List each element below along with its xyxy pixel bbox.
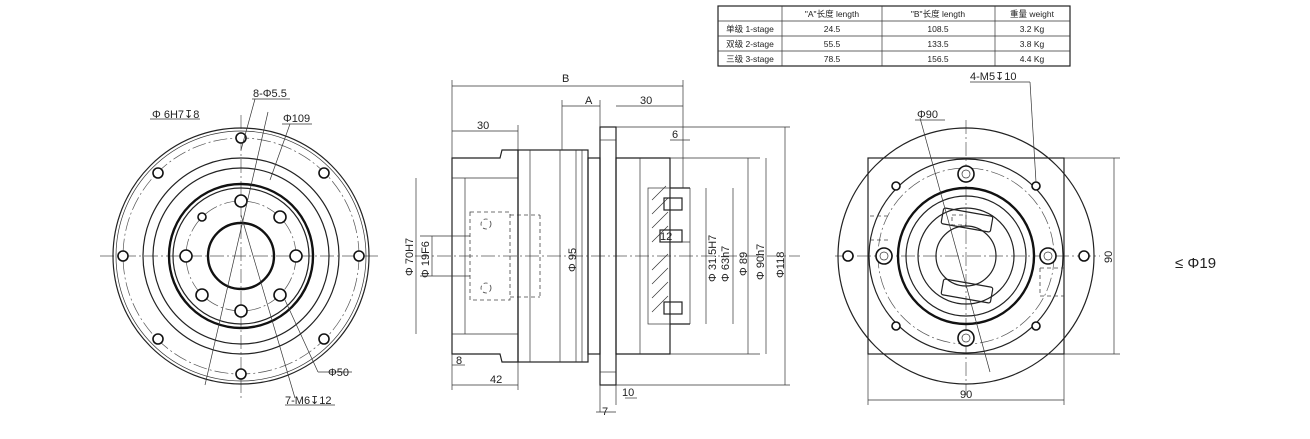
side-dim-phi118: Φ118 bbox=[775, 252, 787, 278]
spec-row-stage: 双级 2-stage bbox=[726, 39, 774, 49]
front-bore bbox=[206, 221, 276, 291]
front-label-pcd: Φ109 bbox=[283, 113, 310, 125]
rear-outer-circle bbox=[837, 127, 1095, 385]
rear-label-phi90: Φ90 bbox=[917, 109, 938, 121]
spec-header-weight: 重量 weight bbox=[1010, 9, 1055, 19]
side-dim-6: 6 bbox=[672, 129, 678, 141]
side-dim-phi95: Φ 95 bbox=[567, 248, 579, 272]
side-dim-42: 42 bbox=[490, 374, 502, 386]
front-label-inner-pcd: Φ50 bbox=[328, 367, 349, 379]
spec-row-weight: 4.4 Kg bbox=[1020, 54, 1045, 64]
rear-view: 4-M5↧10 Φ90 90 90 ≤ Φ19 bbox=[835, 71, 1216, 405]
spec-row-a: 78.5 bbox=[824, 54, 841, 64]
spec-header-a: "A"长度 length bbox=[805, 9, 859, 19]
front-view: Φ 6H7↧8 8-Φ5.5 Φ109 Φ50 7-M6↧12 bbox=[100, 88, 380, 407]
spec-row-a: 24.5 bbox=[824, 24, 841, 34]
rear-holes bbox=[842, 165, 1090, 347]
spec-row-stage: 三级 3-stage bbox=[726, 54, 774, 64]
side-dim-phi31: Φ 31.5H7 bbox=[707, 235, 719, 282]
spec-header-b: "B"长度 length bbox=[911, 9, 965, 19]
front-inner-holes bbox=[179, 194, 303, 318]
spec-row-b: 108.5 bbox=[927, 24, 949, 34]
side-dim-7: 7 bbox=[602, 406, 608, 418]
side-dim-a: A bbox=[585, 95, 593, 107]
rear-label-width: 90 bbox=[960, 389, 972, 401]
spec-row-weight: 3.2 Kg bbox=[1020, 24, 1045, 34]
spec-row-a: 55.5 bbox=[824, 39, 841, 49]
spec-row-b: 156.5 bbox=[927, 54, 949, 64]
spec-row-stage: 单级 1-stage bbox=[726, 24, 774, 34]
rear-label-max-input: ≤ Φ19 bbox=[1175, 255, 1216, 272]
spec-row-b: 133.5 bbox=[927, 39, 949, 49]
side-dim-phi90h7: Φ 90h7 bbox=[755, 244, 767, 280]
spec-table: "A"长度 length "B"长度 length 重量 weight 单级 1… bbox=[717, 5, 1071, 67]
front-outer-holes bbox=[117, 132, 365, 380]
rear-label-height: 90 bbox=[1103, 251, 1115, 263]
front-label-holes-outer: 8-Φ5.5 bbox=[253, 88, 287, 100]
rear-label-tapped: 4-M5↧10 bbox=[970, 71, 1017, 83]
side-dim-30-left: 30 bbox=[477, 120, 489, 132]
rear-square-flange bbox=[867, 157, 1065, 355]
side-dim-phi19: Φ 19F6 bbox=[420, 241, 432, 278]
side-dim-12: 12 bbox=[660, 231, 672, 243]
side-view: B A 30 30 6 12 8 42 10 7 Φ 70H7 Φ 19F6 Φ… bbox=[404, 73, 800, 418]
spec-row-weight: 3.8 Kg bbox=[1020, 39, 1045, 49]
front-outer-circle bbox=[112, 127, 370, 385]
front-label-pilot: Φ 6H7↧8 bbox=[152, 109, 199, 121]
side-dim-phi70: Φ 70H7 bbox=[404, 238, 416, 276]
front-label-tapped: 7-M6↧12 bbox=[285, 395, 332, 407]
side-dim-8: 8 bbox=[456, 355, 462, 367]
side-dim-b: B bbox=[562, 73, 569, 85]
side-dim-30-top: 30 bbox=[640, 95, 652, 107]
side-dim-phi63: Φ 63h7 bbox=[720, 246, 732, 282]
side-dim-10: 10 bbox=[622, 387, 634, 399]
side-dim-phi89: Φ 89 bbox=[738, 252, 750, 276]
